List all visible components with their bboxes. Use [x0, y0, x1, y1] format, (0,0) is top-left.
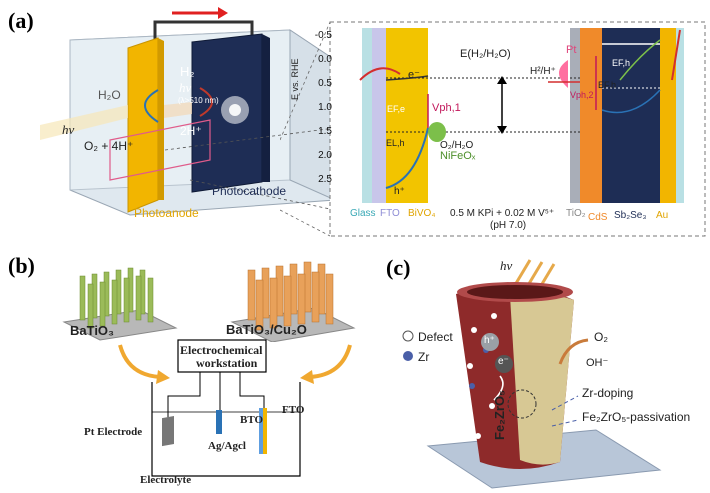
batio3-cu2o-nanorod-array: [230, 261, 356, 342]
fto-label: FTO: [282, 404, 305, 416]
o2-label: O₂: [594, 330, 608, 344]
bto-label: BTO: [240, 414, 264, 426]
ef-e-label: EF,e: [387, 104, 406, 114]
e-h2-label: E(H₂/H₂O): [460, 48, 511, 60]
device-hv-left: hν: [62, 122, 75, 137]
efh-right-label: EF,h: [612, 58, 631, 68]
tick-label: 0.0: [318, 54, 332, 65]
ef-h-label: EF,h: [598, 80, 617, 90]
electrochemical-cell: [151, 339, 301, 477]
tick-label: -0.5: [314, 30, 332, 41]
batio3-nanorod-array: [62, 267, 178, 341]
band-diagram: [280, 21, 706, 237]
hole-label: h⁺: [394, 186, 405, 197]
panel-a-label: (a): [8, 8, 34, 33]
device-h2-label: H₂: [180, 64, 195, 79]
pt-label: Pt: [566, 44, 577, 56]
band-axis-label: E vs. RHE: [290, 58, 300, 100]
nifeox-label: NiFeOₓ: [440, 150, 476, 162]
device-lambda-label: (λ>510 nm): [178, 96, 219, 105]
hole-label-c: h⁺: [484, 335, 495, 346]
hv-label: hν: [500, 258, 513, 273]
electrolyte-label: Electrolyte: [140, 474, 192, 486]
ag-agcl-label: Ag/Agcl: [208, 440, 246, 452]
panel-b-label: (b): [8, 253, 35, 278]
electrolyte-label-1: 0.5 M KPi + 0.02 M V⁵⁺: [450, 208, 555, 219]
electron-label-c: e⁻: [498, 356, 509, 367]
curved-arrows: [118, 344, 352, 384]
fe2zro5-shell-label: Fe₂ZrO₅: [492, 389, 507, 440]
layer-cds: CdS: [588, 212, 608, 223]
pt-electrode-label: Pt Electrode: [84, 426, 143, 438]
layer-glass: Glass: [350, 208, 376, 219]
vph1-label: Vph,1: [432, 102, 461, 114]
el-h-label: EL,h: [386, 138, 405, 148]
vph2-label: Vph,2: [570, 90, 594, 100]
electron-flow-arrow: [172, 7, 228, 19]
layer-sb2se3: Sb₂Se₃: [614, 210, 647, 221]
batio3-label: BaTiO₃: [70, 323, 115, 338]
batio3-cu2o-label: BaTiO₃/Cu₂O: [226, 322, 307, 337]
workstation-label-1: Electrochemical: [180, 343, 263, 357]
zr-doping-label: Zr-doping: [582, 386, 634, 400]
band-y-axis: -0.5 0.0 0.5 1.0 1.5 2.0 2.5: [306, 30, 334, 200]
passivation-label: Fe₂ZrO₅-passivation: [582, 410, 691, 424]
electrolyte-label-2: (pH 7.0): [490, 220, 527, 231]
tick-label: 2.0: [318, 150, 332, 161]
oh-label: OH⁻: [586, 357, 609, 369]
layer-au: Au: [656, 210, 669, 221]
zr-legend-label: Zr: [418, 350, 430, 364]
device-o2-label: O₂ + 4H⁺: [84, 139, 134, 153]
panel-c-label: (c): [386, 255, 411, 280]
photocathode-label: Photocathode: [212, 184, 287, 198]
layer-bivo4: BiVO₄: [408, 208, 436, 219]
o2-h2o-label: O₂/H₂O: [440, 140, 474, 151]
tick-label: 1.5: [318, 126, 332, 137]
tick-label: 2.5: [318, 174, 332, 185]
device-hv-right: hν: [179, 80, 192, 95]
device-h2o-label: H₂O: [98, 88, 121, 102]
device-2h-label: 2H⁺: [180, 124, 202, 138]
tick-label: 1.0: [318, 102, 332, 113]
h2-hplus-label: H²/H⁺: [530, 66, 556, 77]
layer-fto: FTO: [380, 208, 400, 219]
pec-tandem-device-illustration: [40, 20, 336, 216]
layer-tio2: TiO₂: [566, 208, 586, 219]
defect-legend-label: Defect: [418, 330, 453, 344]
workstation-label-2: workstation: [196, 356, 258, 370]
photoanode-label: Photoanode: [134, 206, 199, 220]
electron-label: e⁻: [408, 69, 420, 81]
tick-label: 0.5: [318, 78, 332, 89]
nanotube-illustration: [402, 259, 662, 489]
